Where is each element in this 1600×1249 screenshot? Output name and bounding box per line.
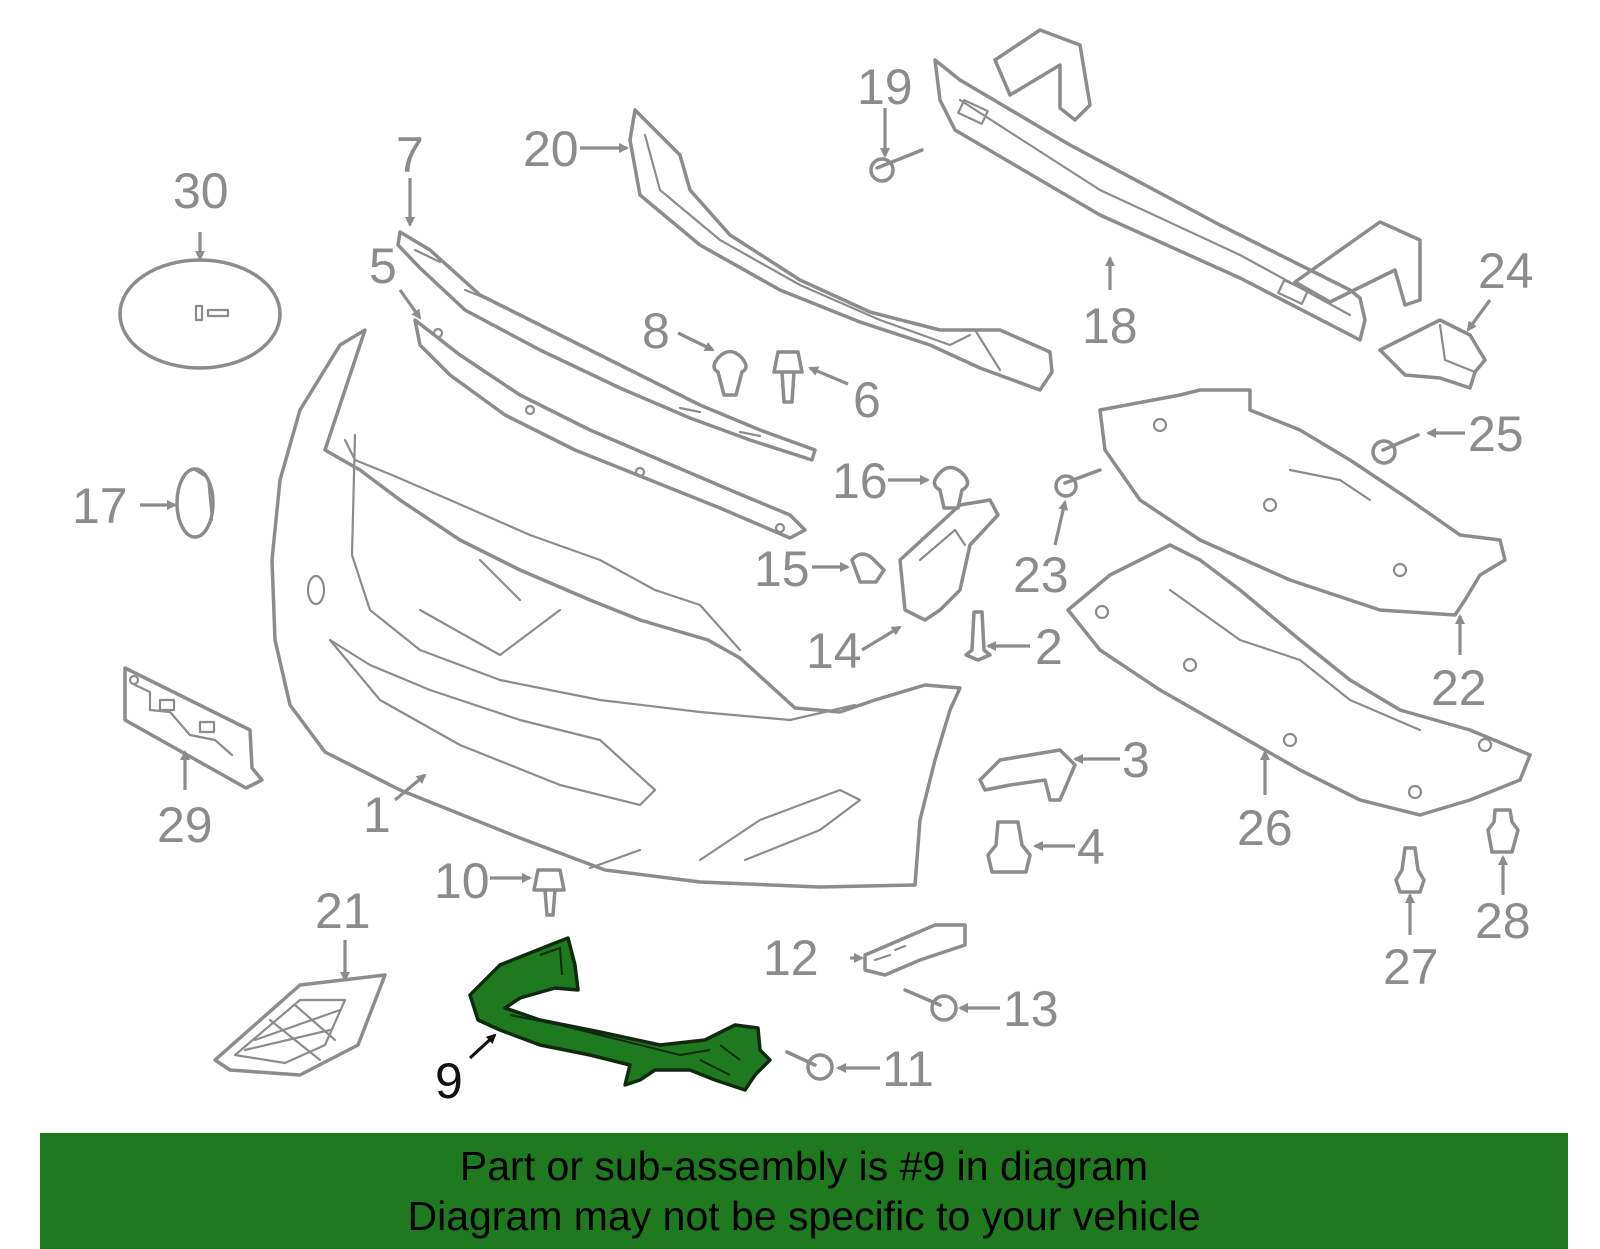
callout-1: 1 [363, 787, 391, 843]
callout-6: 6 [853, 372, 881, 428]
part-24-bracket [1378, 318, 1487, 390]
callout-12: 12 [763, 930, 819, 986]
callout-15: 15 [754, 541, 810, 597]
fastener-23 [1054, 468, 1102, 498]
fastener-16 [932, 465, 970, 510]
part-3-bracket [978, 748, 1077, 802]
part-26-under-cover [1066, 543, 1532, 817]
callout-14: 14 [806, 623, 862, 679]
callout-17: 17 [72, 478, 128, 534]
banner-line-2: Diagram may not be specific to your vehi… [407, 1193, 1201, 1239]
fastener-8 [712, 349, 748, 397]
callout-18: 18 [1082, 298, 1138, 354]
callout-25: 25 [1468, 406, 1524, 462]
part-14-bracket [898, 498, 1000, 622]
part-20-absorber [628, 108, 1054, 392]
fastener-13 [903, 988, 958, 1022]
callout-11: 11 [882, 1041, 934, 1097]
fastener-11 [785, 1050, 834, 1081]
part-22-cover [1098, 388, 1507, 617]
fastener-6 [772, 350, 804, 404]
callout-7: 7 [396, 127, 424, 183]
fastener-19 [869, 148, 924, 183]
callout-21: 21 [315, 883, 371, 939]
callout-20: 20 [523, 121, 579, 177]
callout-23: 23 [1013, 547, 1069, 603]
part-5-strip [413, 318, 807, 540]
fastener-2 [964, 610, 992, 662]
callout-24: 24 [1478, 243, 1534, 299]
callout-30: 30 [173, 163, 229, 219]
callout-28: 28 [1475, 893, 1531, 949]
part-30-emblem [118, 258, 282, 370]
callout-3: 3 [1122, 732, 1150, 788]
fastener-28 [1486, 808, 1520, 854]
callout-2: 2 [1035, 619, 1063, 675]
callout-29: 29 [157, 797, 213, 853]
callout-9-highlighted: 9 [435, 1053, 463, 1109]
callout-27: 27 [1383, 939, 1439, 995]
part-29-bracket [123, 666, 264, 790]
fastener-15 [850, 552, 886, 584]
fastener-25 [1371, 433, 1420, 465]
part-21-grille [213, 973, 387, 1077]
callout-5: 5 [369, 238, 397, 294]
callout-19: 19 [857, 59, 913, 115]
fastener-4 [986, 820, 1032, 874]
part-9-highlighted-bracket [468, 936, 772, 1092]
part-12-bracket [863, 923, 967, 977]
fastener-10 [532, 868, 566, 917]
callout-26: 26 [1237, 800, 1293, 856]
part-7-strip [396, 230, 817, 462]
callout-10: 10 [434, 853, 490, 909]
callout-16: 16 [832, 453, 888, 509]
part-17-cap [175, 467, 215, 539]
callout-4: 4 [1077, 819, 1105, 875]
callout-8: 8 [642, 303, 670, 359]
part-1-bumper-cover [270, 328, 962, 889]
part-18-reinforcement [933, 28, 1422, 342]
info-banner: Part or sub-assembly is #9 in diagram Di… [40, 1133, 1568, 1249]
callout-13: 13 [1003, 981, 1059, 1037]
banner-line-1: Part or sub-assembly is #9 in diagram [459, 1143, 1149, 1189]
fastener-27 [1394, 846, 1426, 894]
callout-22: 22 [1431, 660, 1487, 716]
